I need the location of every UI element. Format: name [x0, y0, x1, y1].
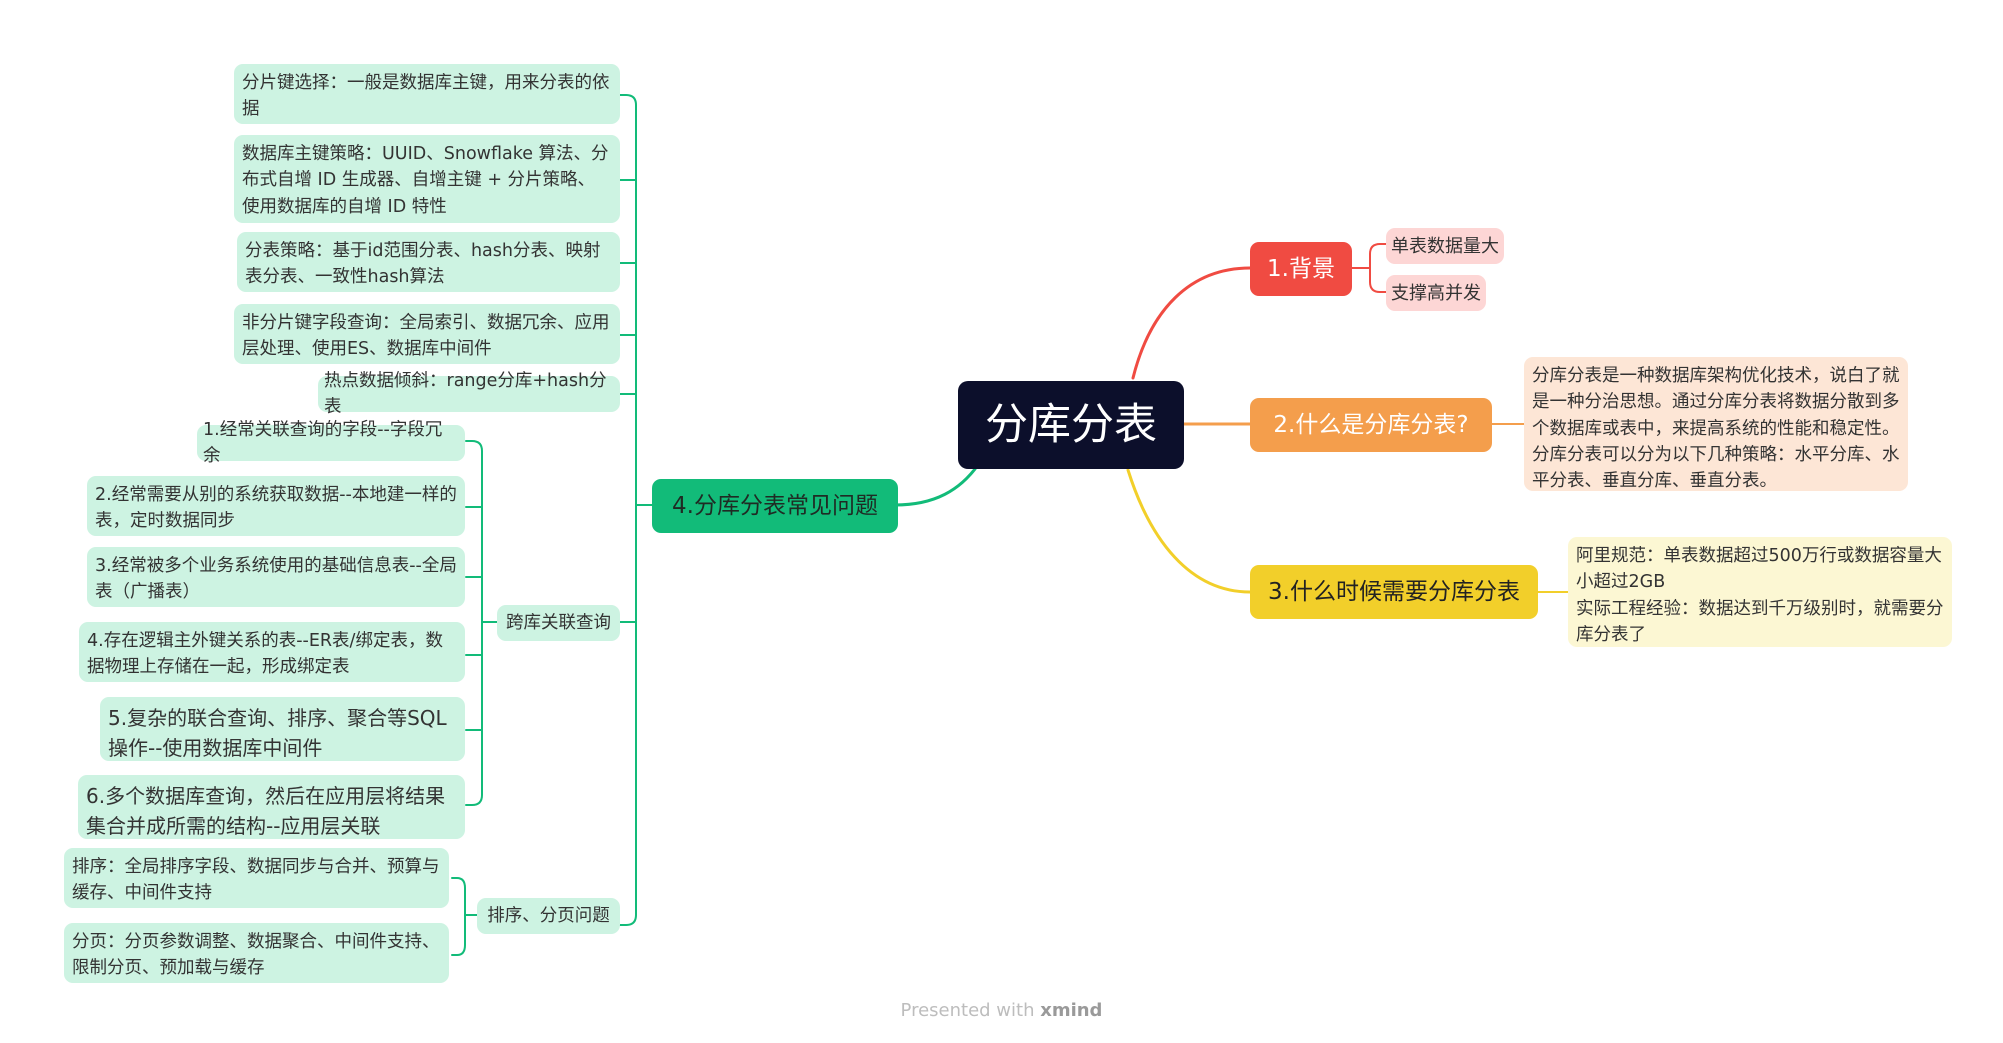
- branch-common-issues[interactable]: 4.分库分表常见问题: [652, 479, 898, 533]
- issue-shard-key[interactable]: 分片键选择：一般是数据库主键，用来分表的依据: [234, 64, 620, 124]
- background-item-large-data[interactable]: 单表数据量大: [1386, 228, 1504, 264]
- issue-primary-key-strategy[interactable]: 数据库主键策略：UUID、Snowflake 算法、分布式自增 ID 生成器、自…: [234, 135, 620, 223]
- sort-item-paging[interactable]: 分页：分页参数调整、数据聚合、中间件支持、限制分页、预加载与缓存: [64, 923, 449, 983]
- branch-what-is-sharding[interactable]: 2.什么是分库分表?: [1250, 398, 1492, 452]
- background-item-high-concurrency[interactable]: 支撑高并发: [1386, 275, 1486, 311]
- branch-background[interactable]: 1.背景: [1250, 242, 1352, 296]
- what-is-sharding-note[interactable]: 分库分表是一种数据库架构优化技术，说白了就是一种分治思想。通过分库分表将数据分散…: [1524, 357, 1908, 491]
- connector-sort-children: [451, 877, 478, 956]
- cross-item-5[interactable]: 5.复杂的联合查询、排序、聚合等SQL操作--使用数据库中间件: [100, 697, 465, 761]
- cross-item-6[interactable]: 6.多个数据库查询，然后在应用层将结果集合并成所需的结构--应用层关联: [78, 775, 465, 839]
- branch-when-to-shard[interactable]: 3.什么时候需要分库分表: [1250, 565, 1538, 619]
- when-to-shard-note[interactable]: 阿里规范：单表数据超过500万行或数据容量大小超过2GB 实际工程经验：数据达到…: [1568, 537, 1952, 647]
- issue-sort-paging[interactable]: 排序、分页问题: [477, 898, 620, 934]
- footer-brand: xmind: [1040, 1000, 1103, 1021]
- issue-table-strategy[interactable]: 分表策略：基于id范围分表、hash分表、映射表分表、一致性hash算法: [237, 232, 620, 292]
- xmind-watermark: Presented with xmind: [0, 1000, 2003, 1021]
- footer-prefix: Presented with: [900, 1000, 1041, 1021]
- sort-item-sorting[interactable]: 排序：全局排序字段、数据同步与合并、预算与缓存、中间件支持: [64, 848, 449, 908]
- connector-cross-children: [465, 440, 498, 806]
- cross-item-2[interactable]: 2.经常需要从别的系统获取数据--本地建一样的表，定时数据同步: [87, 476, 465, 536]
- issue-cross-db-join[interactable]: 跨库关联查询: [497, 605, 620, 641]
- connector-root-b3: [1126, 468, 1252, 594]
- cross-item-3[interactable]: 3.经常被多个业务系统使用的基础信息表--全局表（广播表）: [87, 547, 465, 607]
- connector-b4-trunk: [619, 94, 653, 926]
- cross-item-4[interactable]: 4.存在逻辑主外键关系的表--ER表/绑定表，数据物理上存储在一起，形成绑定表: [79, 622, 465, 682]
- cross-item-1[interactable]: 1.经常关联查询的字段--字段冗余: [197, 420, 465, 466]
- connector-b1-children: [1348, 243, 1387, 293]
- connector-root-b4: [893, 463, 980, 507]
- connector-root-b1: [1131, 266, 1252, 380]
- issue-hotspot-skew[interactable]: 热点数据倾斜：range分库+hash分表: [318, 371, 620, 417]
- root-topic[interactable]: 分库分表: [958, 381, 1184, 469]
- issue-non-shard-key-query[interactable]: 非分片键字段查询：全局索引、数据冗余、应用层处理、使用ES、数据库中间件: [234, 304, 620, 364]
